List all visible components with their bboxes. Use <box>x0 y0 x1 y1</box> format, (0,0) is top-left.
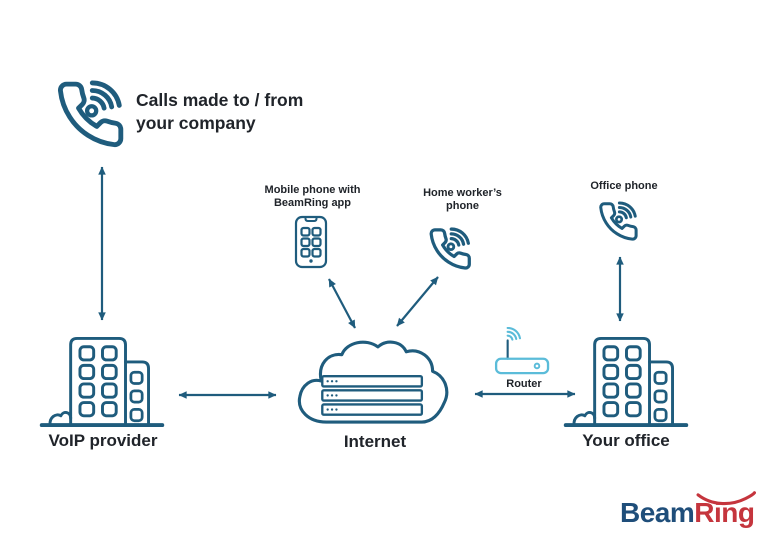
office-phone-icon <box>599 201 638 241</box>
calls-label-line2: your company <box>136 113 256 133</box>
logo-swoosh-icon <box>696 491 756 506</box>
calls-label: Calls made to / from your company <box>136 89 303 135</box>
router-label: Router <box>506 378 542 390</box>
your-office-label: Your office <box>582 431 670 450</box>
internet-cloud-icon <box>297 340 449 424</box>
your-office-building-icon <box>563 336 689 428</box>
home-worker-phone-label-line1: Home worker’s <box>423 187 502 199</box>
home-worker-phone-label-line2: phone <box>446 200 479 212</box>
arrow-mobile-internet <box>328 278 356 329</box>
logo-beam-text: Beam <box>620 497 695 528</box>
voip-provider-label: VoIP provider <box>48 431 158 450</box>
home-worker-phone-icon <box>429 227 471 270</box>
office-phone-label: Office phone <box>590 180 658 192</box>
calls-label-line1: Calls made to / from <box>136 90 304 110</box>
beamring-logo: BeamRing <box>620 491 756 528</box>
mobile-phone-label: Mobile phone with BeamRing app <box>245 184 380 210</box>
internet-label: Internet <box>343 432 407 451</box>
router-icon <box>494 327 550 375</box>
mobile-phone-label-line1: Mobile phone with <box>264 184 361 196</box>
arrow-home-internet <box>396 276 439 327</box>
voip-provider-building-icon <box>39 336 165 428</box>
mobile-phone-label-line2: BeamRing app <box>273 197 351 209</box>
calls-phone-icon <box>58 80 124 148</box>
mobile-phone-icon <box>294 215 328 269</box>
home-worker-phone-label: Home worker’s phone <box>405 187 520 213</box>
